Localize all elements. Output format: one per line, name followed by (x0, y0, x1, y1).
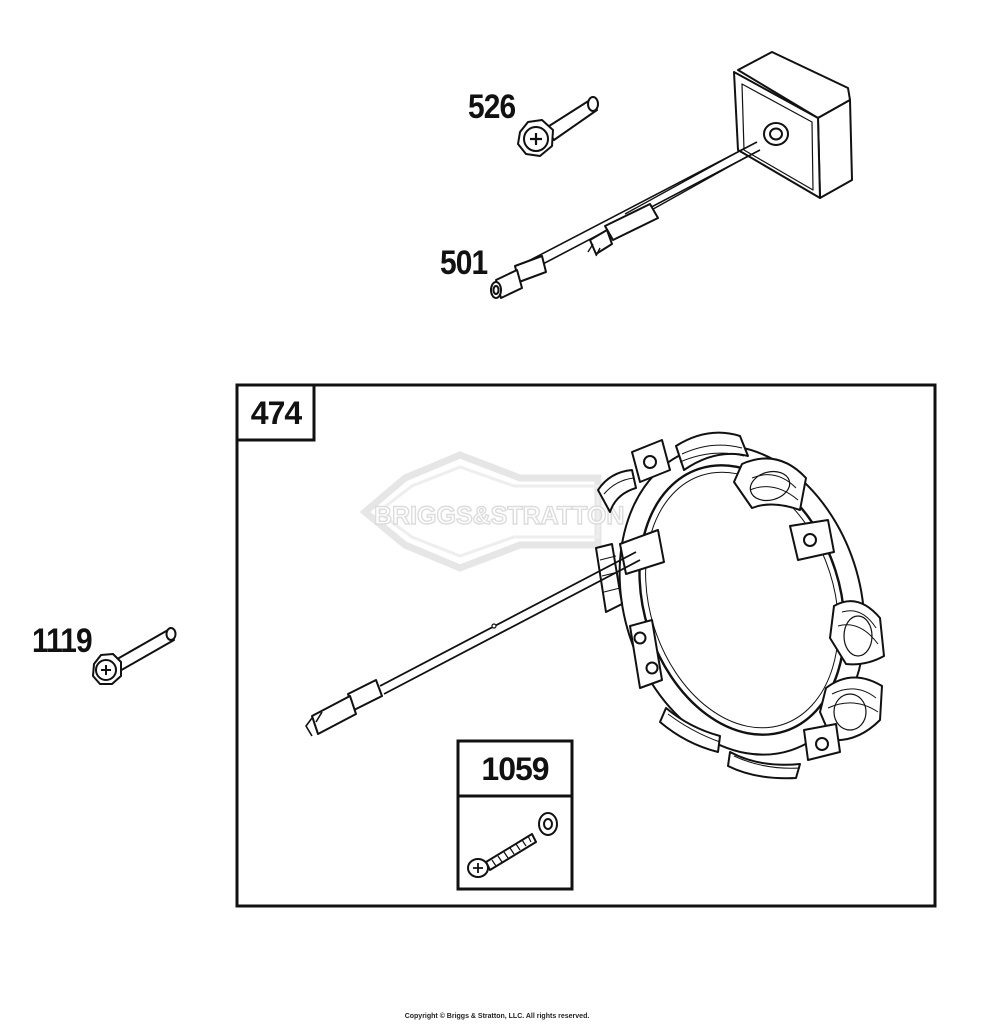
callout-1119: 1119 (32, 622, 93, 660)
copyright-notice: Copyright © Briggs & Stratton, LLC. All … (404, 1013, 590, 1020)
part-526-bolt (517, 96, 599, 157)
callout-526: 526 (468, 88, 516, 126)
briggs-stratton-watermark: BRIGGS&STRATTON (359, 451, 625, 572)
part-501-module (490, 51, 853, 299)
part-1059-washer (538, 812, 558, 836)
callout-474-box (235, 383, 316, 442)
callout-1059: 1059 (481, 750, 549, 787)
kit-474-frame (235, 383, 937, 908)
callout-474: 474 (250, 394, 302, 431)
part-1059-screw (467, 833, 537, 878)
part-1119-bolt (92, 627, 177, 685)
part-474-stator (305, 431, 885, 780)
watermark-text: BRIGGS&STRATTON (374, 502, 624, 530)
callout-501: 501 (440, 244, 488, 282)
